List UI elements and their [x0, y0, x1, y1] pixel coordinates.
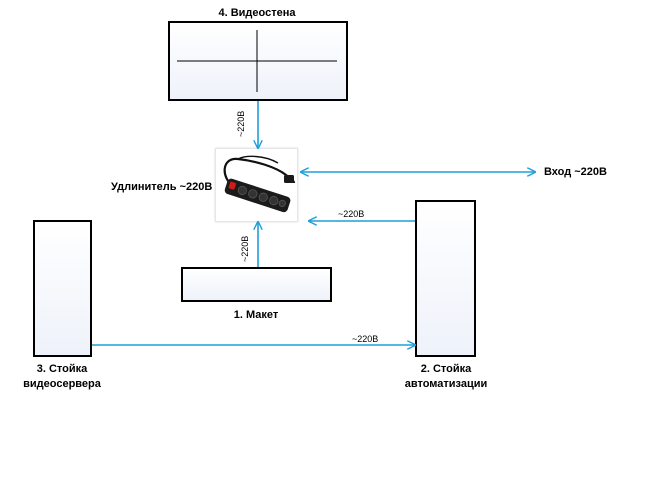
videoserver-rack-box	[33, 220, 92, 357]
videoserver-rack-label-line1: 3. Стойка	[36, 363, 88, 375]
edge-label-server-to-automation: ~220В	[352, 334, 379, 344]
edge-label-from-automation: ~220В	[338, 209, 365, 219]
automation-rack-label-line2: автоматизации	[404, 378, 488, 390]
maket-box	[181, 267, 332, 302]
videowall-cross	[177, 30, 337, 92]
videowall-label: 4. Видеостена	[218, 7, 296, 19]
automation-rack-box	[415, 200, 476, 357]
extension-cord-label: Удлинитель ~220В	[111, 181, 213, 193]
power-strip-icon	[223, 155, 296, 213]
videoserver-rack-label-line2: видеосервера	[23, 378, 101, 390]
edge-label-to-maket: ~220В	[240, 235, 250, 262]
automation-rack-label-line1: 2. Стойка	[420, 363, 472, 375]
edge-label-to-videowall: ~220В	[236, 110, 246, 137]
maket-label: 1. Макет	[233, 309, 279, 321]
extension-cord-image	[215, 148, 298, 222]
input-label: Вход ~220В	[544, 166, 607, 178]
